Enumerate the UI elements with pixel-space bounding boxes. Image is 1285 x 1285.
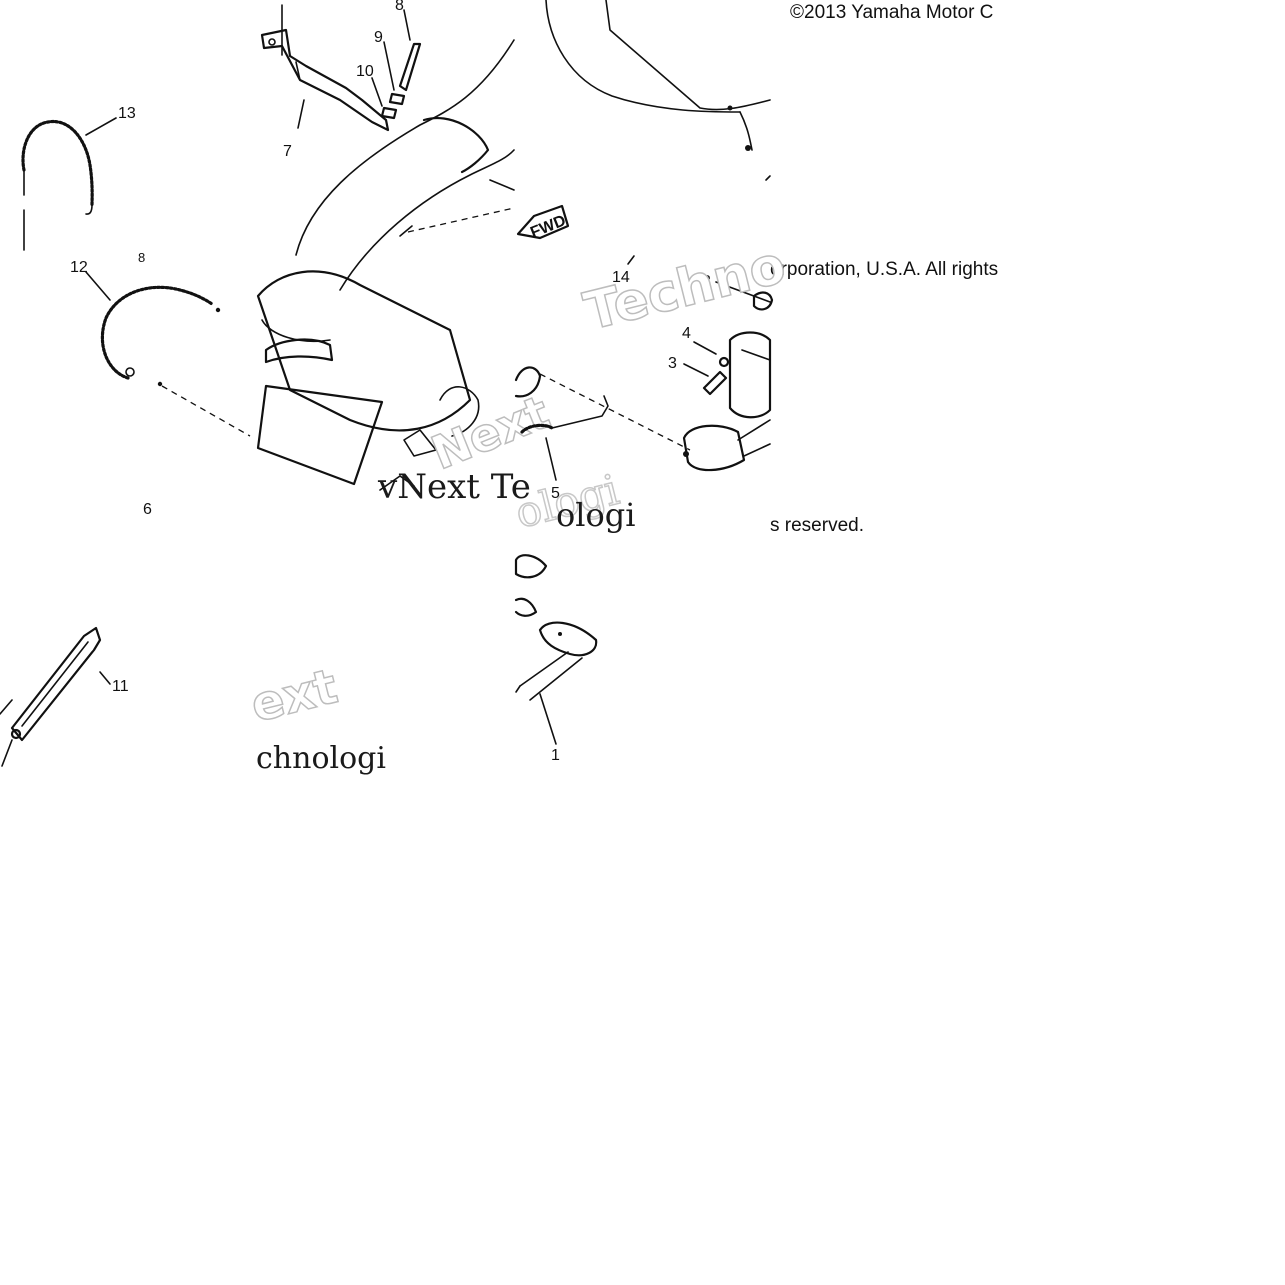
exhaust-pipe-top	[545, 0, 771, 181]
watermark-next: Next	[424, 385, 557, 481]
callout-11: 11	[112, 678, 129, 695]
leader-14	[627, 255, 635, 265]
callout-6: 6	[143, 501, 152, 518]
callout-1: 1	[551, 747, 560, 764]
manifold-14	[682, 331, 772, 472]
nut-10	[371, 77, 398, 120]
spring-5	[514, 366, 691, 481]
washer-9	[383, 41, 406, 106]
callout-2: 2	[702, 273, 711, 290]
callout-7: 7	[283, 143, 292, 160]
callout-5: 5	[551, 485, 560, 502]
heat-shield-11	[0, 626, 111, 767]
callout-10: 10	[356, 63, 374, 80]
bracket-7	[260, 4, 390, 132]
copyright-line-2: orporation, U.S.A. All rights	[770, 259, 999, 280]
fwd-arrow	[516, 204, 570, 240]
callout-13: 13	[118, 105, 136, 122]
watermark-ext: ext	[245, 658, 342, 733]
bolt-3	[683, 363, 728, 396]
callout-4: 4	[682, 325, 691, 342]
watermark-vnext-te: vNext Te	[377, 467, 531, 507]
callout-3: 3	[668, 355, 677, 372]
callout-12: 12	[70, 259, 88, 276]
exhaust-pipe-1	[514, 554, 598, 745]
washer-4	[693, 341, 730, 368]
copyright-line-3: s reserved.	[770, 515, 864, 536]
gasket-2	[715, 281, 774, 311]
copyright-line-1: ©2013 Yamaha Motor C	[790, 2, 994, 23]
callout-8-partial: 8	[138, 250, 145, 265]
callout-14: 14	[612, 269, 630, 286]
watermark-chnologi: chnologi	[256, 741, 386, 776]
callout-8: 8	[395, 0, 404, 14]
watermark-ologi-dark: ologi	[556, 496, 635, 534]
callout-9: 9	[374, 29, 383, 46]
spring-13	[21, 117, 117, 251]
spring-12	[85, 271, 251, 437]
bolt-8	[398, 9, 422, 92]
muffler-6	[256, 39, 515, 491]
